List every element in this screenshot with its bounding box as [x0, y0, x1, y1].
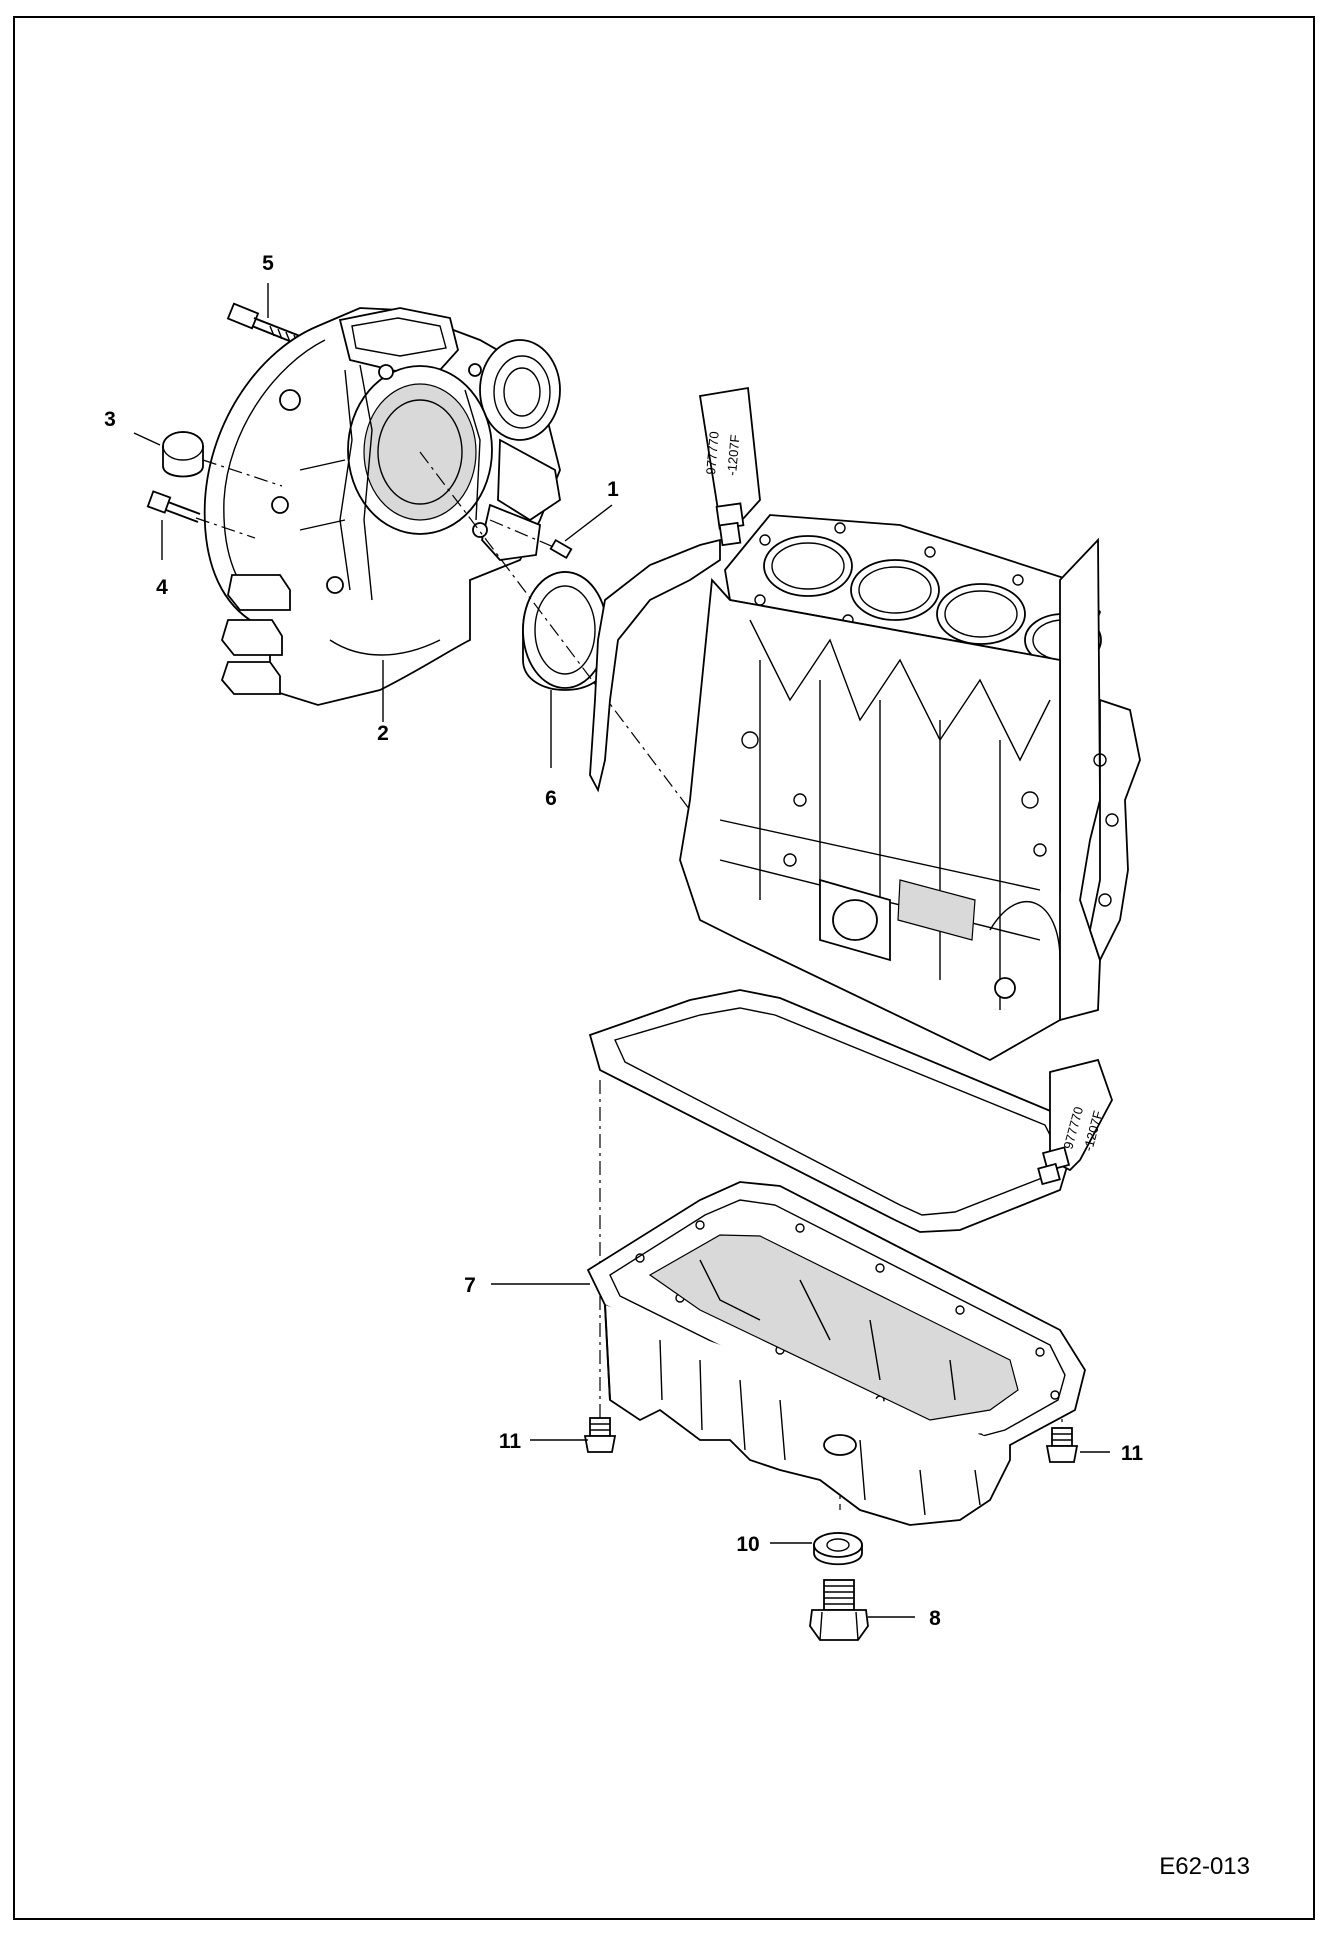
callout-5: 5 — [262, 252, 274, 275]
callout-2: 2 — [377, 722, 389, 745]
tube-top-label-1: 977770 — [703, 431, 722, 476]
drain-plug-part-8 — [809, 1579, 869, 1641]
plug-part-3 — [162, 431, 204, 478]
callout-4: 4 — [156, 576, 168, 599]
callout-6: 6 — [545, 787, 557, 810]
callout-8: 8 — [929, 1607, 941, 1630]
sealant-tube-bottom: 977770 -1207F — [1037, 1058, 1113, 1186]
center-axis-line — [419, 451, 691, 811]
leader-dashed-3 — [202, 459, 283, 487]
leader-dashed-1a — [489, 519, 557, 549]
oil-seal-part-6 — [522, 571, 608, 691]
bolt-part-11-right — [1045, 1427, 1079, 1463]
figure-code: E62-013 — [1159, 1853, 1250, 1880]
bolt-part-11-left — [583, 1417, 617, 1453]
callout-11-right: 11 — [1121, 1442, 1144, 1465]
oil-pan-part-7 — [586, 1181, 1086, 1526]
callout-3: 3 — [104, 408, 116, 431]
leader-dashed-4 — [195, 517, 256, 539]
cylinder-block — [679, 514, 1141, 1062]
leader-1 — [564, 504, 613, 542]
sealant-tube-top: 977770 -1207F — [698, 386, 761, 547]
housing-gasket — [589, 538, 721, 793]
flywheel-housing-part-2 — [203, 307, 561, 706]
callout-10: 10 — [736, 1533, 759, 1556]
callout-labels: 5 3 4 1 2 6 7 11 11 10 8 — [104, 252, 1143, 1630]
bolt-part-4 — [146, 490, 201, 523]
callout-leaders — [133, 283, 1110, 1618]
washer-part-10 — [813, 1532, 863, 1566]
pin-part-1 — [549, 538, 573, 560]
callout-1: 1 — [607, 478, 619, 501]
drawing-frame — [13, 16, 1315, 1920]
tube-top-label-2: -1207F — [724, 434, 743, 476]
callout-11-left: 11 — [499, 1430, 522, 1453]
callout-7: 7 — [464, 1274, 476, 1297]
leader-3 — [133, 432, 161, 446]
